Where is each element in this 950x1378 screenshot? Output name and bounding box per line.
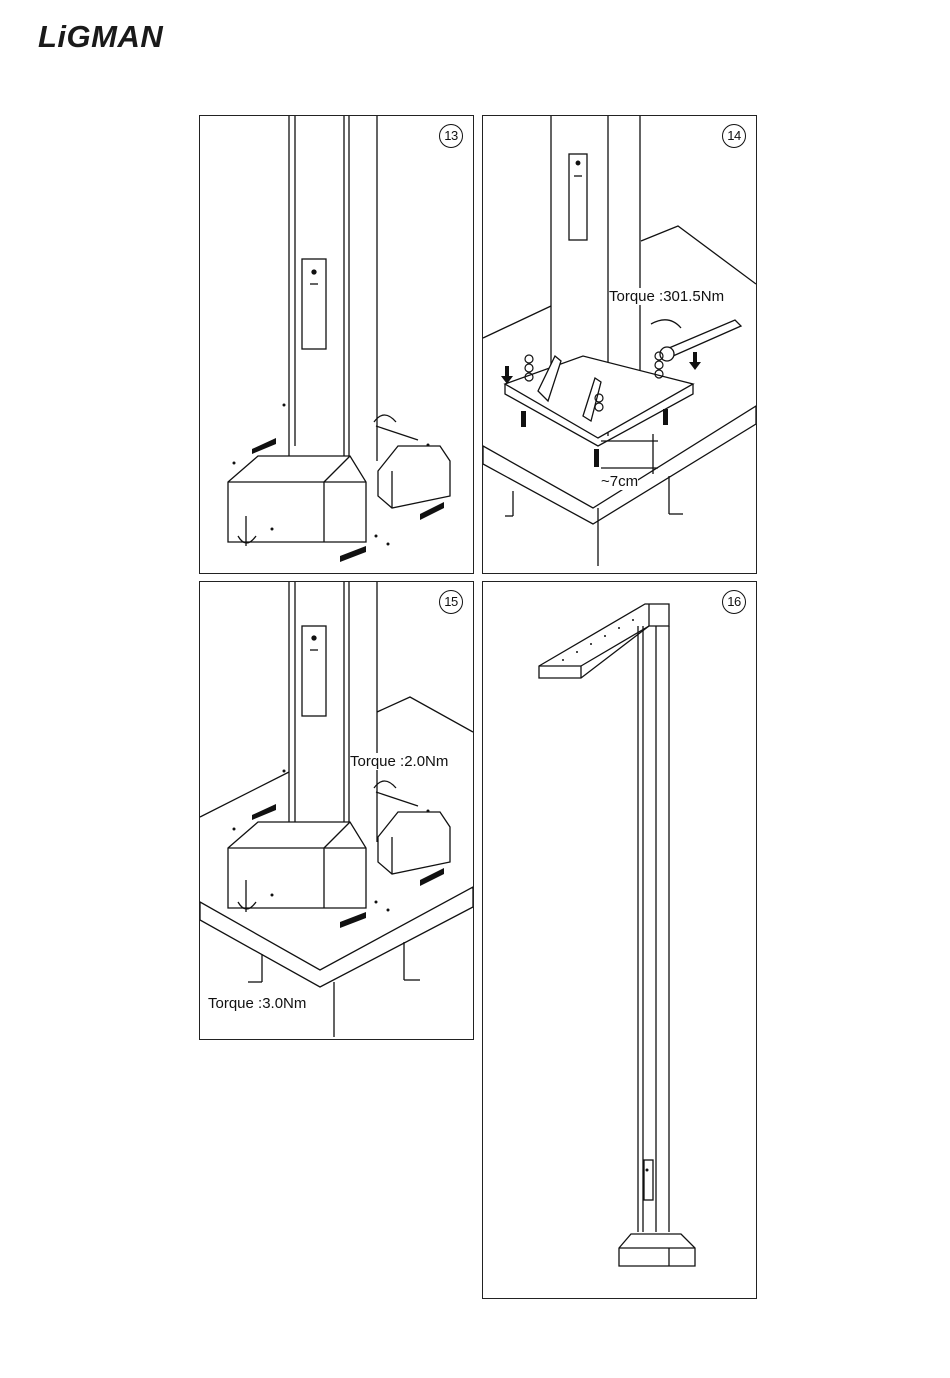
torque-label: Torque :301.5Nm [609, 288, 724, 305]
svg-text:LiGMAN: LiGMAN [38, 19, 163, 54]
ligman-logo-mark: LiGMAN [36, 16, 226, 56]
step-16-illustration [483, 582, 756, 1298]
step-number: 15 [439, 590, 463, 614]
step-number: 16 [722, 590, 746, 614]
step-14-panel: 14 Torque :301.5Nm ~7cm [482, 115, 757, 574]
step-number: 14 [722, 124, 746, 148]
step-14-illustration [483, 116, 756, 573]
step-number: 13 [439, 124, 463, 148]
ligman-logo: LiGMAN [36, 16, 226, 56]
torque-label-top: Torque :2.0Nm [350, 753, 448, 770]
step-13-panel: 13 [199, 115, 474, 574]
step-13-illustration [200, 116, 473, 573]
depth-label: ~7cm [601, 473, 638, 490]
torque-label-bottom: Torque :3.0Nm [208, 995, 306, 1012]
step-15-illustration [200, 582, 473, 1039]
step-16-panel: 16 [482, 581, 757, 1299]
step-15-panel: 15 Torque :2.0Nm Torque :3.0Nm [199, 581, 474, 1040]
